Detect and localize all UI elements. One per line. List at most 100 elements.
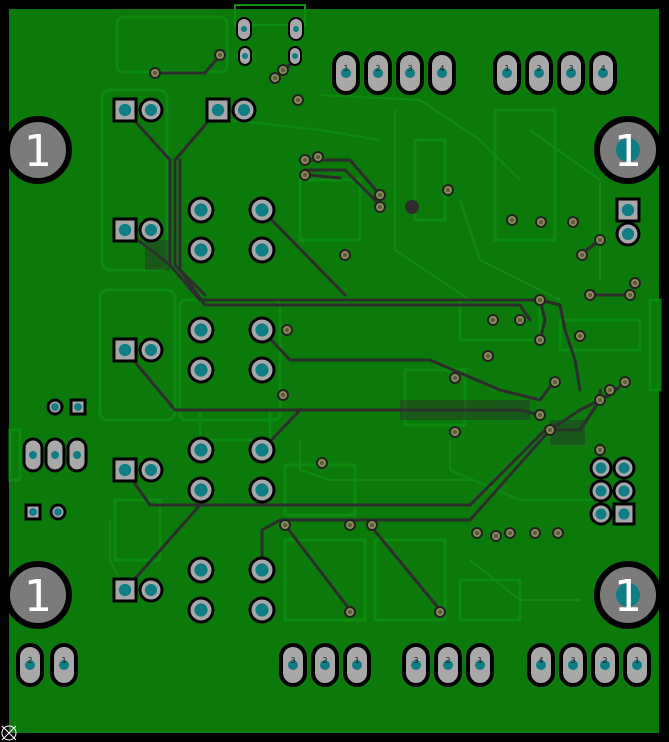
via	[277, 389, 289, 401]
header-pad: 3	[279, 643, 307, 687]
mounting-hole-label: 1	[614, 126, 642, 177]
mounting-hole: 1	[4, 116, 72, 184]
usb-connector	[234, 4, 306, 66]
square-pad	[612, 502, 636, 526]
via	[434, 606, 446, 618]
round-pad	[248, 596, 276, 624]
via	[544, 424, 556, 436]
via	[594, 234, 606, 246]
mounting-holes: 1 1 1 1	[4, 116, 662, 629]
square-pad	[112, 577, 138, 603]
via	[567, 216, 579, 228]
via	[534, 334, 546, 346]
via	[504, 527, 516, 539]
pin-number-label: 2	[375, 64, 380, 73]
square-pad	[69, 398, 87, 416]
pin-number-label: 3	[413, 656, 418, 665]
header-pad: 2	[364, 51, 392, 95]
origin-marker	[1, 725, 17, 741]
via	[534, 409, 546, 421]
pin-number-label: 2	[322, 656, 327, 665]
via	[629, 277, 641, 289]
round-pad	[46, 398, 64, 416]
via	[552, 527, 564, 539]
header-pad: 4	[527, 643, 555, 687]
header-pad: 3	[559, 643, 587, 687]
round-pad	[187, 596, 215, 624]
via	[549, 376, 561, 388]
square-pad	[205, 97, 231, 123]
pin-number-label: 1	[477, 656, 482, 665]
pin-number-label: 1	[343, 64, 348, 73]
via	[269, 72, 281, 84]
oval-pad	[44, 437, 66, 473]
pin-number-label: 1	[61, 656, 66, 665]
via	[281, 324, 293, 336]
square-pad	[112, 97, 138, 123]
round-pad	[138, 337, 164, 363]
round-pad	[248, 316, 276, 344]
ghost-tracks	[109, 94, 601, 601]
round-pad	[187, 556, 215, 584]
pin-number-label: 4	[538, 656, 543, 665]
via	[316, 457, 328, 469]
via	[594, 444, 606, 456]
via	[594, 394, 606, 406]
header-pad: 1	[466, 643, 494, 687]
via	[442, 184, 454, 196]
via	[534, 294, 546, 306]
silkscreen-ghost	[8, 15, 662, 622]
via	[471, 527, 483, 539]
via	[619, 376, 631, 388]
pin-number-label: 3	[290, 656, 295, 665]
header-pad: 1	[493, 51, 521, 95]
mounting-hole-label: 1	[24, 126, 52, 177]
via	[292, 94, 304, 106]
round-pad	[138, 457, 164, 483]
via	[574, 330, 586, 342]
test-point	[405, 200, 419, 214]
pin-number-label: 1	[634, 656, 639, 665]
via	[487, 314, 499, 326]
via	[374, 201, 386, 213]
pin-number-label: 4	[600, 64, 605, 73]
via	[514, 314, 526, 326]
via	[449, 426, 461, 438]
via	[366, 519, 378, 531]
round-pad	[589, 456, 613, 480]
round-pad	[248, 196, 276, 224]
via	[624, 289, 636, 301]
pin-number-label: 2	[536, 64, 541, 73]
header-pad: 2	[311, 643, 339, 687]
bottom-center-header-b: 3 2 1	[402, 643, 494, 687]
via	[312, 151, 324, 163]
round-pad	[589, 502, 613, 526]
round-pad	[248, 476, 276, 504]
via	[449, 372, 461, 384]
square-pad	[24, 503, 42, 521]
round-pad	[187, 196, 215, 224]
header-pad: 1	[343, 643, 371, 687]
header-pad: 1	[332, 51, 360, 95]
pin-number-label: 3	[407, 64, 412, 73]
pin-number-label: 1	[354, 656, 359, 665]
round-pad	[187, 476, 215, 504]
via	[482, 350, 494, 362]
via	[374, 189, 386, 201]
via	[214, 49, 226, 61]
header-pad: 2	[434, 643, 462, 687]
header-pad: 1	[50, 643, 78, 687]
round-pad	[231, 97, 257, 123]
via	[279, 519, 291, 531]
via	[299, 169, 311, 181]
round-pad	[248, 236, 276, 264]
pin-number-label: 3	[570, 656, 575, 665]
header-pad: 3	[402, 643, 430, 687]
header-pad: 2	[525, 51, 553, 95]
via	[344, 606, 356, 618]
header-pad: 3	[396, 51, 424, 95]
round-pad	[248, 556, 276, 584]
round-pad	[612, 479, 636, 503]
